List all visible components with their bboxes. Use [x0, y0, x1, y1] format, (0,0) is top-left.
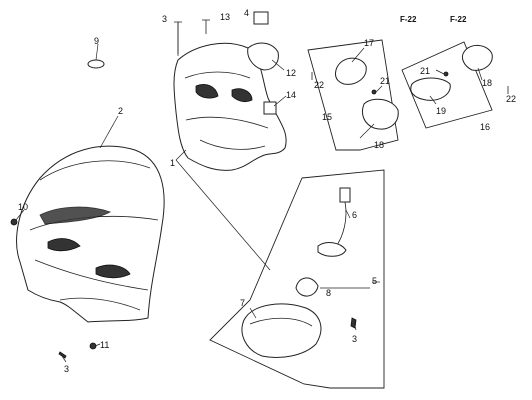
front-cover-part: [16, 145, 165, 323]
callout-8: 8: [326, 288, 331, 298]
screw-part-3-lower: [58, 351, 67, 359]
signal-lens-18-left: [361, 98, 399, 130]
bulb-part-8: [295, 277, 319, 297]
left-signal-frame: [307, 39, 399, 151]
signal-lens-19: [410, 77, 451, 101]
socket-part: [317, 242, 347, 257]
callout-14: 14: [286, 90, 296, 100]
wire-harness-part-6: [334, 201, 347, 249]
callout-7: 7: [240, 298, 245, 308]
headlight-lens-part-7: [241, 303, 322, 358]
callout-22-left: 22: [314, 80, 324, 90]
callout-1: 1: [170, 158, 175, 168]
callout-10: 10: [18, 202, 28, 212]
callout-3-headlight: 3: [352, 334, 357, 344]
callout-21-right: 21: [420, 66, 430, 76]
headlight-assembly-frame: [209, 169, 385, 389]
bracket-part-14: [263, 101, 277, 115]
callout-labels: 1 2 3 3 3 4 5 6 7 8 9 10 11 12 13 14 15 …: [18, 8, 516, 374]
bulb-part-21-right: [443, 71, 449, 77]
inner-cover-part: [173, 42, 287, 171]
nut-part-11: [89, 342, 97, 350]
callout-11: 11: [100, 340, 109, 350]
callout-15: 15: [322, 112, 332, 122]
clip-part-4: [253, 11, 269, 25]
callout-13: 13: [220, 12, 230, 22]
right-signal-frame: [401, 41, 493, 129]
callout-18-left: 18: [374, 140, 384, 150]
leader-lines: [15, 22, 483, 363]
callout-18-right: 18: [482, 78, 492, 88]
callout-19: 19: [436, 106, 446, 116]
screw-part-13: [202, 19, 210, 34]
signal-housing-18-right: [461, 45, 493, 71]
callout-3-lower: 3: [64, 364, 69, 374]
bolt-part-10: [10, 218, 18, 226]
callout-16: 16: [480, 122, 490, 132]
grommet-part: [87, 59, 105, 69]
callout-4: 4: [244, 8, 249, 18]
bulb-part-21-left: [371, 89, 377, 95]
callout-5: 5: [372, 276, 377, 286]
callout-6: 6: [352, 210, 357, 220]
gasket-part-12: [247, 42, 279, 71]
reference-f22-right: F-22: [450, 15, 467, 24]
callout-9: 9: [94, 36, 99, 46]
callout-17: 17: [364, 38, 374, 48]
bulb-socket-part: [339, 187, 351, 203]
callout-21-left: 21: [380, 76, 390, 86]
callout-12: 12: [286, 68, 296, 78]
callout-2: 2: [118, 106, 123, 116]
callout-3-top: 3: [162, 14, 167, 24]
signal-housing-17: [335, 57, 367, 85]
reference-f22-left: F-22: [400, 15, 417, 24]
callout-22-right: 22: [506, 94, 516, 104]
